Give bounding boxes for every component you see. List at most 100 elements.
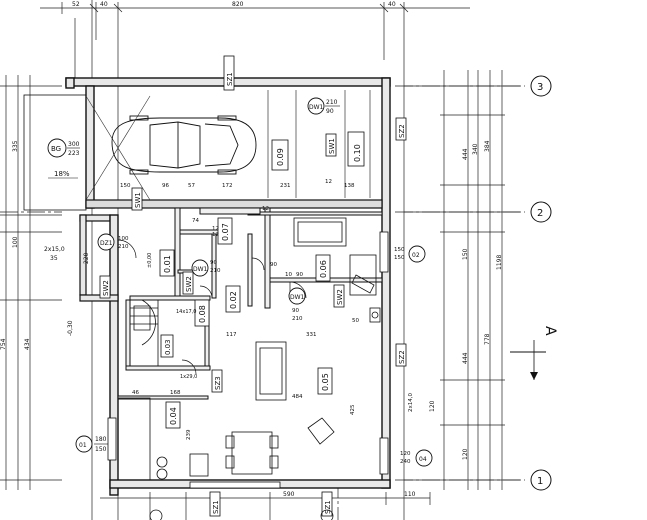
sw-label: SW1: [328, 138, 336, 154]
dimension-text: 138: [344, 183, 355, 189]
dimension-text: ±0,00: [147, 253, 153, 268]
dimension-text: 1x29,0: [180, 374, 197, 380]
dimension-text: 12: [325, 179, 332, 185]
interior-dimensions: 150 96 57 172 231 12 138 74 12 90 10 90 …: [120, 179, 359, 440]
bg-label: BG: [51, 145, 61, 153]
dimension-text: 444: [462, 148, 469, 160]
dim-text: 40: [388, 1, 396, 8]
section-mark: A: [510, 326, 558, 380]
dimension-text: 150: [462, 248, 469, 260]
room-label-007: 0.07: [221, 223, 230, 241]
dimension-text: 57: [188, 183, 195, 189]
axis-bubble-1: [530, 469, 552, 491]
axis-bubble-2: [530, 201, 552, 223]
door-dim: 210: [292, 316, 303, 322]
door-dim: 90: [210, 260, 217, 266]
top-dimensions: 52 40 820 40: [72, 1, 396, 8]
dimension-text: 220: [83, 252, 90, 264]
dimension-text: 425: [350, 404, 356, 415]
dimension-text: 2x15,0: [44, 246, 65, 253]
window-dim: 150: [394, 247, 405, 253]
dimension-text: 96: [162, 183, 169, 189]
dimension-text: 590: [283, 491, 295, 498]
dimension-text: 90: [296, 272, 303, 278]
door-code: DW1: [309, 104, 324, 111]
dim-text: 40: [100, 1, 108, 8]
door-code: DW1: [193, 266, 208, 273]
car-icon: [111, 115, 257, 175]
window-code: 04: [419, 456, 427, 463]
dimension-text: 35: [50, 255, 58, 262]
window-dim: 150: [95, 446, 107, 453]
room-label-005: 0.05: [321, 373, 330, 391]
dimension-text: 14x17,0: [176, 309, 196, 315]
section-label: A: [542, 326, 558, 336]
axis-label: 3: [537, 82, 543, 93]
sw-label: SW2: [185, 276, 193, 292]
left-dimensions: 335 100 220 754 434: [0, 140, 90, 350]
table-icon: [231, 431, 273, 475]
dimension-text: 754: [0, 338, 7, 350]
dimension-text: 150: [120, 183, 131, 189]
room-label-010: 0.10: [353, 144, 362, 162]
window-dim: 240: [400, 459, 411, 465]
dimension-lines: [0, 0, 525, 520]
dimension-text: 239: [186, 429, 192, 440]
room-label-008: 0.08: [198, 305, 207, 323]
stairs-icon: [130, 299, 158, 346]
furniture: [117, 217, 381, 481]
room-label-002: 0.02: [229, 291, 238, 309]
dimension-text: 120: [462, 448, 469, 460]
sz-label: SZ1: [212, 500, 220, 514]
dimension-text: 90: [270, 262, 277, 268]
room-label-001: 0.01: [163, 255, 172, 273]
dimension-text: 12: [262, 206, 269, 212]
door-dim: 90: [292, 308, 299, 314]
door-marker: [307, 97, 325, 115]
axis-label: 2: [537, 208, 543, 219]
dimension-text: 168: [170, 390, 181, 396]
sw-label: SW2: [102, 280, 110, 296]
axis-bubble-3: [530, 75, 552, 97]
door-dim: 210: [326, 99, 338, 106]
slope-text: 18%: [54, 170, 70, 178]
window-code: 01: [79, 442, 87, 449]
dim-text: 820: [232, 1, 244, 8]
dimension-text: 12: [212, 226, 219, 232]
dimension-text: 172: [222, 183, 233, 189]
dimension-text: 384: [484, 140, 491, 152]
door-dim: 210: [210, 268, 221, 274]
sz-label: SZ2: [398, 124, 406, 138]
door-dim: 100: [118, 236, 129, 242]
dimension-text: 74: [192, 218, 199, 224]
grid-axis-bubbles: 3 2 1: [530, 75, 552, 491]
dimension-text: 117: [226, 332, 237, 338]
sofa-icon: [293, 217, 347, 247]
dimension-text: 335: [12, 140, 19, 152]
sz-label: SZ2: [398, 350, 406, 364]
dimension-text: 50: [352, 318, 359, 324]
sz-label: SZ3: [214, 376, 222, 390]
room-label-009: 0.09: [276, 148, 285, 166]
bg-height: 223: [68, 150, 80, 157]
sz-label: SZ1: [226, 72, 234, 86]
right-dimensions: 444 150 444 120 340 384 1198 778: [462, 140, 503, 460]
window-dim: 120: [400, 451, 411, 457]
dimension-text: 12: [212, 232, 219, 238]
dim-text: 52: [72, 1, 80, 8]
dimension-text: 444: [462, 352, 469, 364]
dimension-text: 120: [429, 400, 436, 412]
dimension-text: 100: [12, 236, 19, 248]
door-code: DW1: [290, 294, 305, 301]
dimension-text: -0,30: [67, 320, 74, 336]
dimension-text: 1198: [496, 255, 503, 270]
dimension-text: 2x14,0: [408, 392, 414, 412]
section-labels: SZ1 SW1 SW1 SW2 SW2 SW2 SZ2 SZ2 SZ3 SZ1 …: [99, 55, 407, 517]
dimension-text: 46: [132, 390, 139, 396]
door-dim: 210: [118, 244, 129, 250]
garage: BG 300 223 18% 0.09 0.10 DW1 210 90: [23, 90, 371, 211]
door-dim: 90: [326, 108, 334, 115]
section-arrow-icon: [530, 372, 538, 380]
dimension-text: 340: [472, 143, 479, 155]
